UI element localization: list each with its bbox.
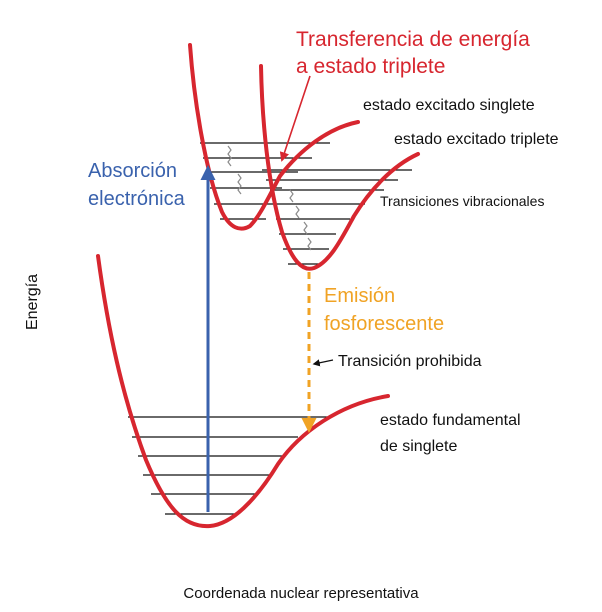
vibrational-transitions-label: Transiciones vibracionales: [380, 193, 544, 209]
x-axis-label: Coordenada nuclear representativa: [183, 585, 419, 602]
triplet-excited-curve: [259, 64, 420, 271]
ground-state-curve: [96, 254, 390, 529]
absorption-label-1: Absorción: [88, 160, 177, 182]
singlet-excited-label: estado excitado singlete: [363, 97, 535, 114]
triplet-excited-label: estado excitado triplete: [394, 131, 559, 148]
forbidden-transition-label: Transición prohibida: [338, 353, 482, 370]
absorption-label-2: electrónica: [88, 188, 186, 210]
ground-state-levels: [128, 416, 328, 515]
ground-state-label-2: de singlete: [380, 438, 457, 455]
forbidden-transition-pointer: [312, 359, 334, 367]
ground-state-label-1: estado fundamental: [380, 412, 521, 429]
vibrational-squiggles: [227, 145, 312, 251]
energy-transfer-arrow: [279, 75, 311, 162]
triplet-excited-levels: [262, 169, 412, 265]
emission-label-1: Emisión: [324, 285, 395, 307]
energy-transfer-label-2: a estado triplete: [296, 55, 445, 78]
y-axis-label: Energía: [24, 274, 41, 330]
emission-label-2: fosforescente: [324, 313, 444, 335]
energy-transfer-label-1: Transferencia de energía: [296, 28, 530, 51]
singlet-excited-curve: [188, 43, 360, 231]
